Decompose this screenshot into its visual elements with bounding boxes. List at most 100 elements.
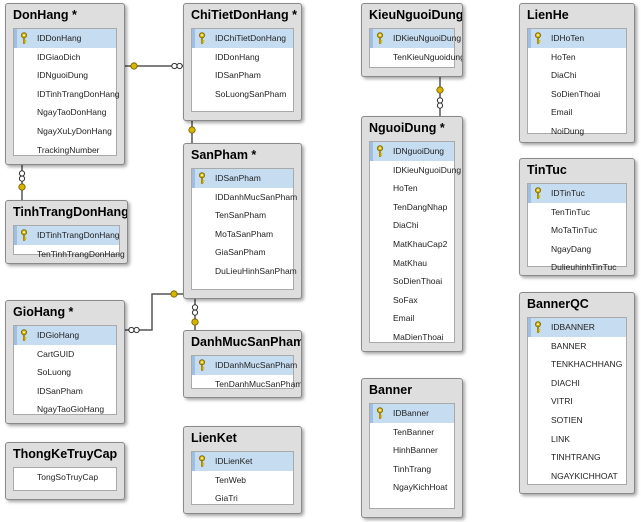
column-row[interactable]: MaDienThoai [370, 328, 454, 347]
table-title[interactable]: DonHang * [13, 8, 77, 22]
column-row[interactable]: NoiDung [528, 122, 626, 141]
column-row[interactable]: IDKieuNguoiDung [370, 29, 461, 48]
column-row[interactable]: HinhBanner [370, 441, 454, 460]
column-row[interactable]: SoDienThoai [528, 85, 626, 104]
column-row[interactable]: GiaSanPham [192, 243, 293, 262]
column-row[interactable]: IDNguoiDung [14, 66, 116, 85]
column-row[interactable]: TenTinhTrangDonHang [14, 245, 125, 263]
table-title[interactable]: LienKet [191, 431, 237, 445]
column-row[interactable]: NgayTaoGioHang [14, 400, 116, 419]
column-row[interactable]: IDGioHang [14, 326, 116, 345]
column-row[interactable]: IDBANNER [528, 318, 626, 337]
table-title[interactable]: TinhTrangDonHang [13, 205, 128, 219]
column-row[interactable]: TenWeb [192, 471, 293, 490]
column-row[interactable]: BANNER [528, 337, 626, 356]
column-row[interactable]: HoTen [370, 179, 454, 198]
column-row[interactable]: DIACHI [528, 374, 626, 393]
column-row[interactable]: IDKieuNguoiDung [370, 161, 461, 180]
column-row[interactable]: IDSanPham [192, 169, 293, 188]
column-row[interactable]: TenSanPham [192, 206, 293, 225]
table-title[interactable]: ChiTietDonHang * [191, 8, 298, 22]
column-row[interactable]: TenKieuNguoidung [370, 48, 462, 67]
table-title[interactable]: DanhMucSanPham [191, 335, 302, 349]
column-row[interactable]: DulieuhinhTinTuc [528, 258, 626, 275]
table-title[interactable]: NguoiDung * [369, 121, 445, 135]
table-title[interactable]: Banner [369, 383, 413, 397]
column-row[interactable]: IDHoTen [528, 29, 626, 48]
column-row[interactable]: IDGiaoDich [14, 48, 116, 67]
column-row[interactable]: Email [528, 103, 626, 122]
column-row[interactable]: SoDienThoai [370, 272, 454, 291]
column-row[interactable]: DuLieuHinhSanPham [192, 262, 297, 281]
table-title[interactable]: LienHe [527, 8, 569, 22]
column-row[interactable]: SoLuongSanPham [192, 85, 293, 104]
column-row[interactable]: GiaTri [192, 489, 293, 508]
column-row[interactable]: DiaChi [370, 216, 454, 235]
table-title[interactable]: SanPham * [191, 148, 257, 162]
column-row[interactable]: NgayDang [528, 240, 626, 259]
column-row[interactable]: HoTen [528, 48, 626, 67]
column-row[interactable]: IDDanhMucSanPham [192, 188, 297, 207]
column-row[interactable]: IDSanPham [14, 382, 116, 401]
column-row[interactable]: IDDanhMucSanPham [192, 356, 297, 375]
table-title[interactable]: TinTuc [527, 163, 567, 177]
column-row[interactable]: CartGUID [14, 345, 116, 364]
column-row[interactable]: IDTinhTrangDonHang [14, 226, 120, 245]
column-row[interactable]: SOTIEN [528, 411, 626, 430]
column-row[interactable]: TenDangNhap [370, 198, 454, 217]
column-row[interactable]: IDTinhTrangDonHang [14, 85, 120, 104]
column-row[interactable]: MoTaSanPham [192, 225, 293, 244]
column-row[interactable]: MatKhauCap2 [370, 235, 454, 254]
column-row[interactable]: LINK [528, 430, 626, 449]
column-row[interactable]: IDDonHang [192, 48, 293, 67]
table-title[interactable]: BannerQC [527, 297, 589, 311]
column-row[interactable]: SoLuong [14, 363, 116, 382]
table-title[interactable]: ThongKeTruyCap [13, 447, 118, 461]
column-row[interactable]: SoFax [370, 291, 454, 310]
column-row[interactable]: TENKHACHHANG [528, 355, 626, 374]
column-row[interactable]: IDDonHang [14, 29, 116, 48]
column-row[interactable]: IDNguoiDung [370, 142, 454, 161]
column-name: DulieuhinhTinTuc [551, 262, 617, 273]
column-row[interactable]: DiaChi [528, 66, 626, 85]
column-row[interactable]: MoTaTinTuc [528, 221, 626, 240]
column-row[interactable]: IDChiTietDonHang [192, 29, 293, 48]
column-row[interactable]: MatKhau [370, 254, 454, 273]
column-row[interactable]: TenDanhMucSanPham [192, 375, 301, 394]
column-row[interactable]: TrackingNumber [14, 141, 116, 160]
column-row[interactable]: Email [370, 309, 454, 328]
column-name: IDGioHang [37, 330, 80, 340]
column-row[interactable]: IDSanPham [192, 66, 293, 85]
column-row[interactable]: NgayTaoDonHang [14, 103, 116, 122]
column-row[interactable]: TenTinTuc [528, 203, 626, 222]
column-row[interactable]: IDLienKet [192, 452, 293, 471]
column-row[interactable]: TongSoTruyCap [14, 468, 116, 487]
column-row[interactable]: NGAYKICHHOAT [528, 467, 626, 486]
primary-key-icon [534, 187, 542, 199]
column-row[interactable]: VITRI [528, 392, 626, 411]
column-row[interactable]: TinhTrang [370, 460, 454, 479]
column-row[interactable]: NgayXuLyDonHang [14, 122, 116, 141]
column-row[interactable]: TenBanner [370, 423, 454, 442]
table-title[interactable]: KieuNguoiDung [369, 8, 463, 22]
column-row[interactable]: IDBanner [370, 404, 454, 423]
column-row[interactable]: NgayKichHoat [370, 478, 454, 497]
column-row[interactable]: IDTinTuc [528, 184, 626, 203]
table-title[interactable]: GioHang * [13, 305, 74, 319]
column-row[interactable]: TINHTRANG [528, 448, 626, 467]
